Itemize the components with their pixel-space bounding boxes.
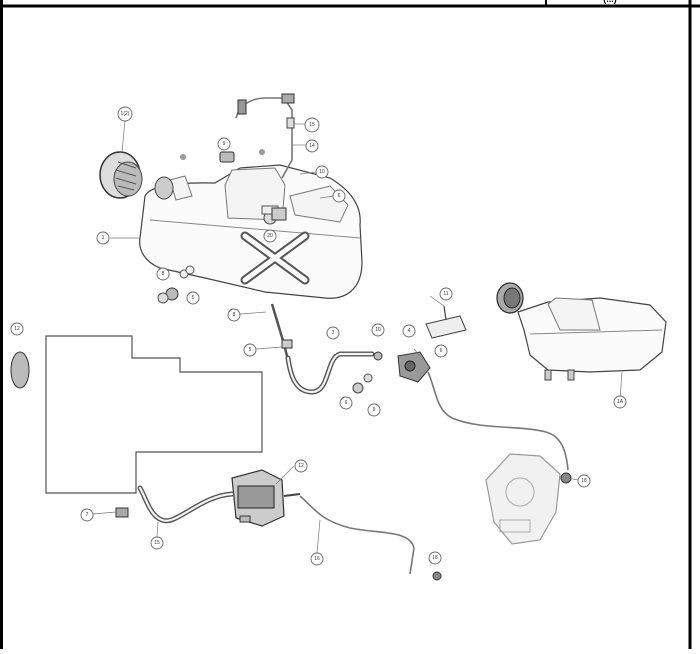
pump-cable [299,495,415,575]
callout-hose-top: 3 [326,326,340,340]
callout-end-fitting: 18 [428,551,442,565]
fuel-pump [231,469,301,527]
callout-top-left: 1(2) [117,106,133,122]
callout-pump: 12 [294,459,308,473]
reference-outline [45,335,263,494]
callout-sensor-top: 15 [304,117,320,133]
callout-hose-right: 10 [371,323,385,337]
pickup-rod [270,303,293,361]
end-fitting [432,571,442,581]
small-left-fitting [115,507,129,518]
left-edge-wheel [10,351,30,389]
callout-gasket-b: 8 [156,267,170,281]
callout-label: 3 [332,330,335,336]
callout-label: 1A [617,399,624,405]
callout-label: 15 [309,122,315,128]
callout-label: 12 [14,326,20,332]
fuel-valve [485,453,572,545]
callout-label: 6 [440,348,443,354]
callout-label: 12 [298,463,304,469]
callout-fitting: 4 [402,324,416,338]
callout-label: 5 [249,347,252,353]
mounting-bracket [425,305,467,339]
header-right-cell-text: (...) [603,0,617,4]
callout-label: 5 [192,295,195,301]
callout-tank-left: 1 [96,231,110,245]
hose-fittings [352,351,431,394]
callout-gasket-c: 5 [186,291,200,305]
callout-gasket-a: 9 [217,137,231,151]
callout-label: 7 [86,512,89,518]
callout-sensor-mid: 14 [305,139,319,153]
callout-label: 6 [338,193,341,199]
callout-label: 20 [267,233,273,239]
callout-cable-low: 16 [310,552,324,566]
lower-hose [137,485,235,524]
tank-fasteners [157,265,195,304]
callout-rod-top: 8 [227,308,241,322]
callout-label: 4 [408,328,411,334]
callout-valve-clip: 18 [577,474,591,488]
callout-bracket: 11 [439,287,453,301]
callout-label: 10 [319,169,325,175]
callout-tank-right: 6 [332,189,346,203]
callout-label: 11 [443,291,448,297]
callout-label: 18 [432,555,438,561]
secondary-tank [496,282,667,381]
tank-cap [99,151,174,200]
callout-tank-bottom: 20 [263,229,277,243]
callout-label: 15 [154,540,160,546]
callout-label: 1 [102,235,105,241]
callout-label: 8 [233,312,236,318]
leader-lines [92,120,623,554]
callout-label: 6 [345,400,348,406]
level-sensor [180,93,295,221]
callout-right-tank: 1A [613,395,627,409]
callout-cap-clip: 10 [315,165,329,179]
callout-label: 10 [375,327,381,333]
callout-label: 16 [314,556,320,562]
upper-hose [285,351,375,395]
callout-label: 9 [223,141,226,147]
callout-left-edge: 12 [10,322,24,336]
callout-label: 8 [162,271,165,277]
callout-clip-a: 6 [339,396,353,410]
callout-line: 6 [434,344,448,358]
fuel-line [427,371,569,471]
callout-label: 1(2) [121,111,130,117]
callout-rod-mid: 5 [243,343,257,357]
callout-label: 18 [581,478,587,484]
callout-hose-low: 15 [150,536,164,550]
callout-label: 14 [309,143,315,149]
callout-clip-b: 9 [367,403,381,417]
callout-label: 9 [373,407,376,413]
callout-small-left: 7 [80,508,94,522]
